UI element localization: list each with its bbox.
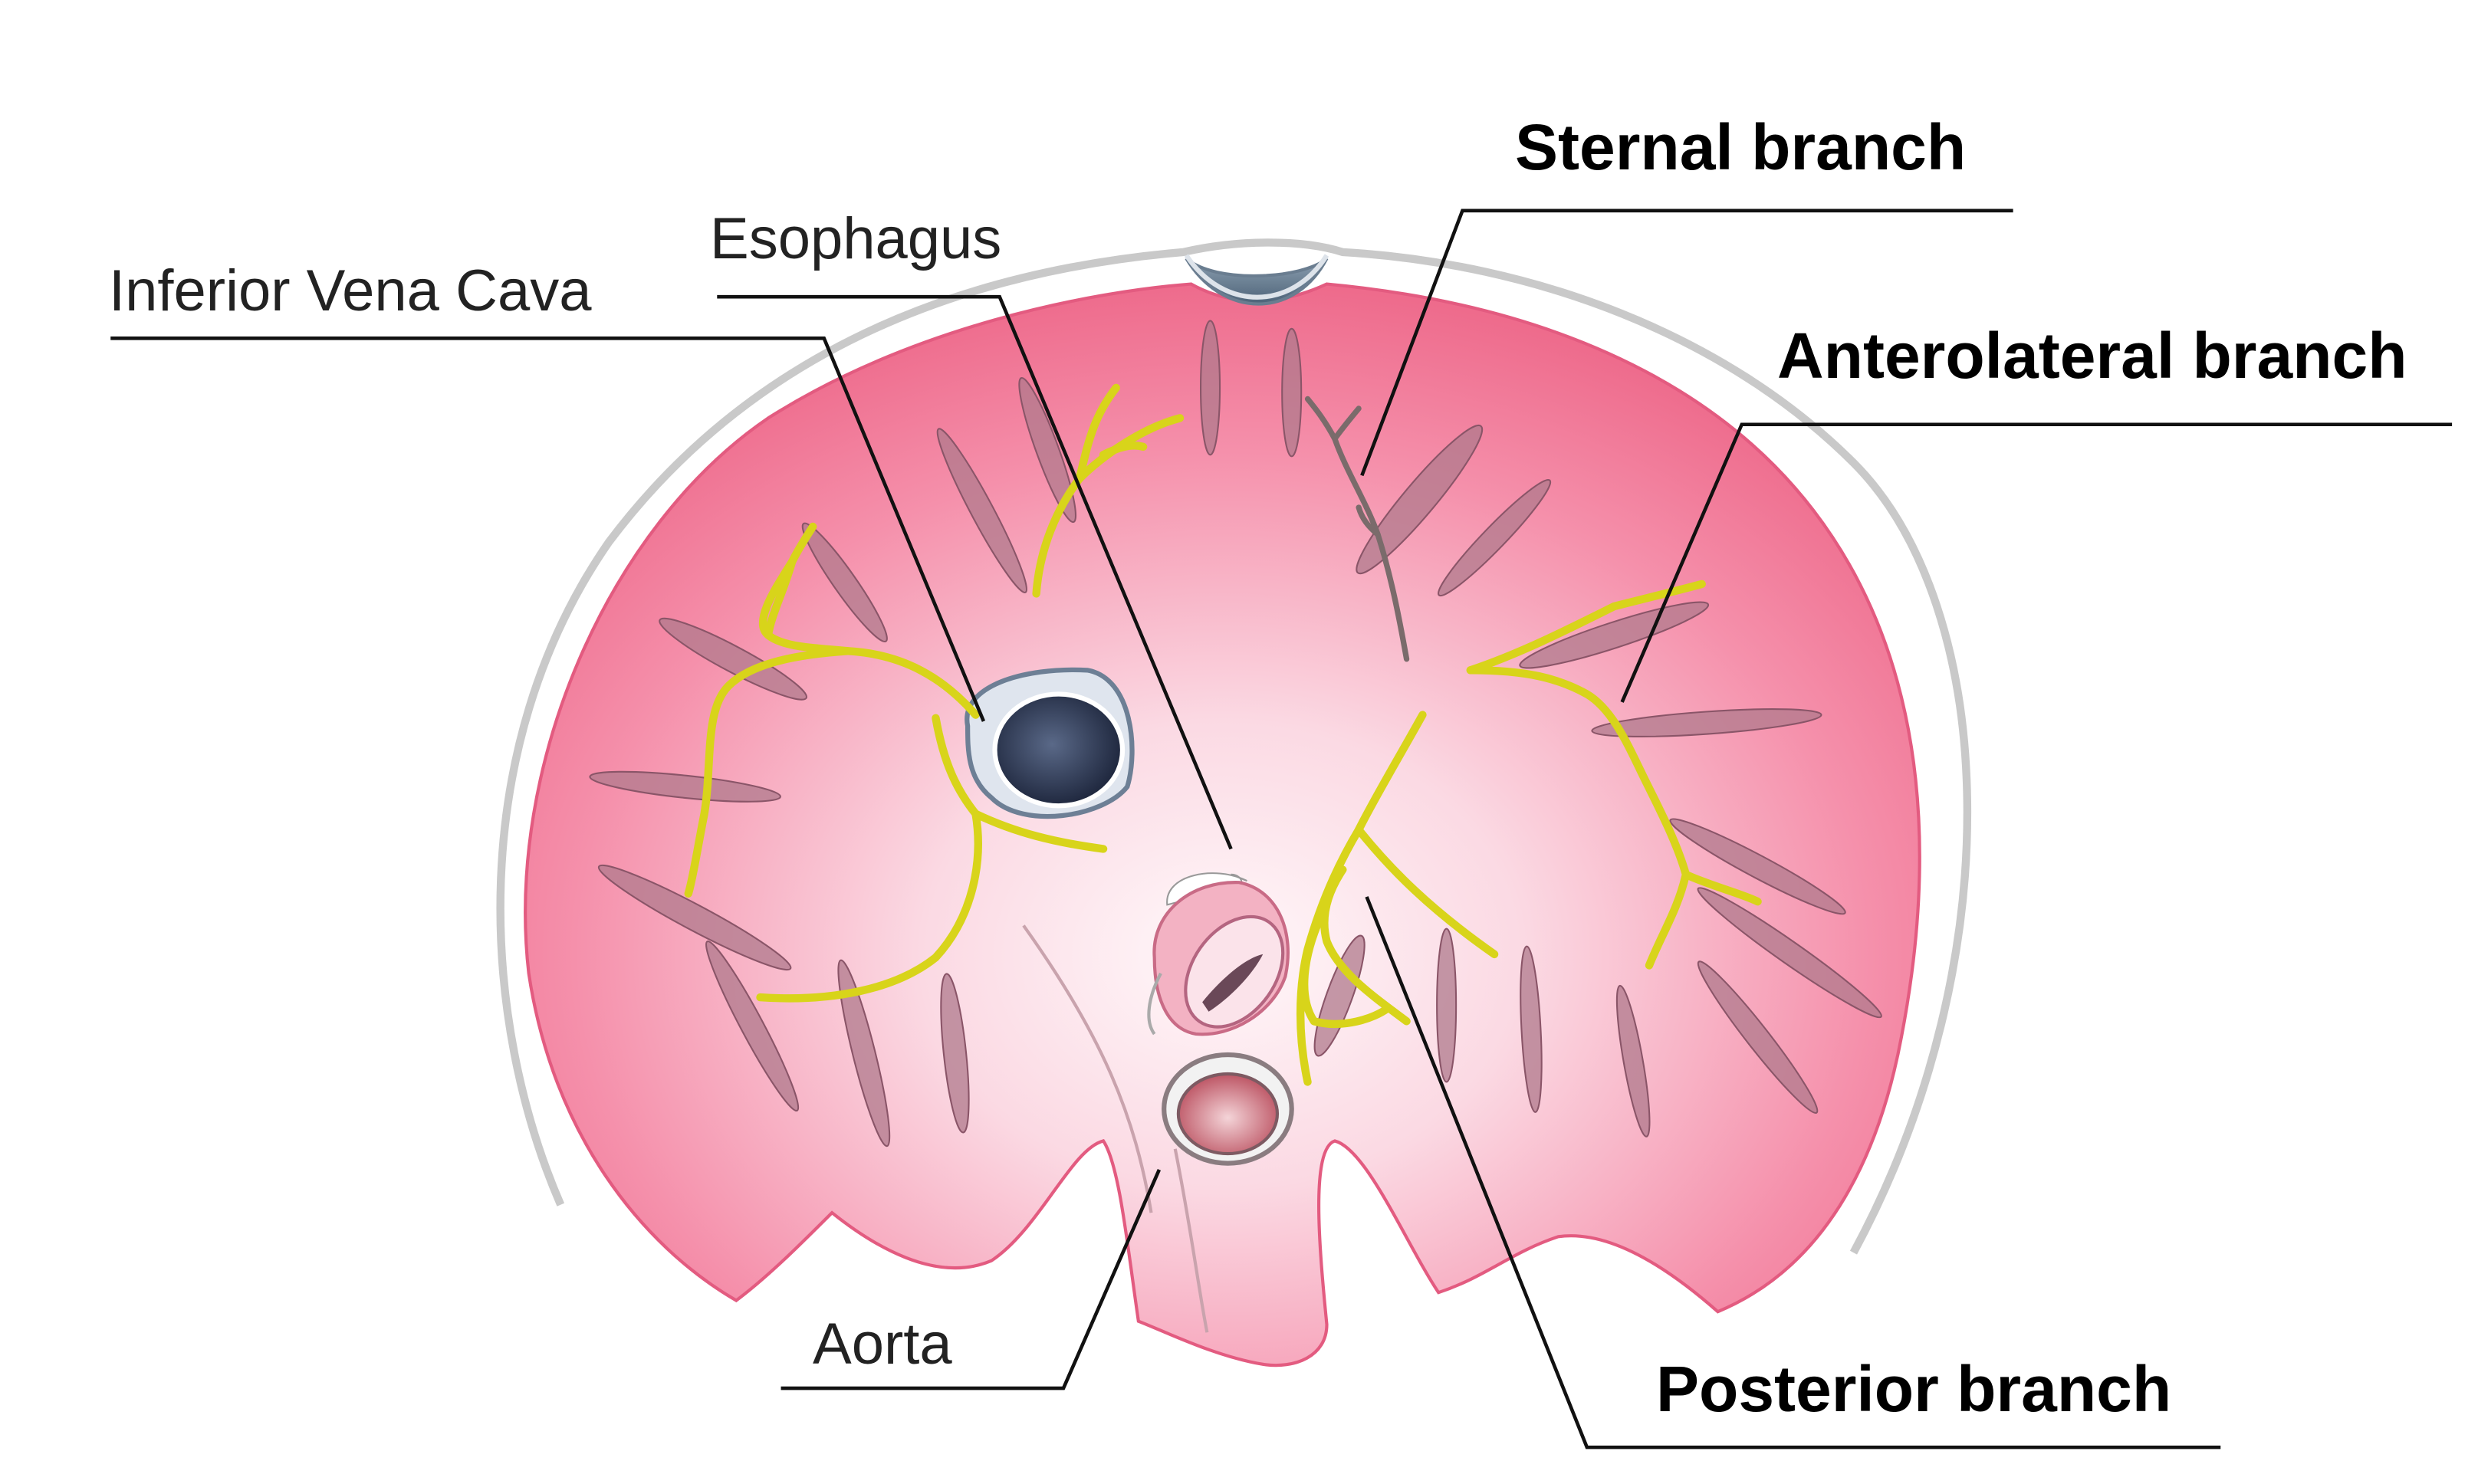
esophagus-opening xyxy=(1147,872,1290,1036)
label-sternal-branch: Sternal branch xyxy=(1515,111,1967,183)
nerve-branch xyxy=(971,809,1108,853)
nerve-branch xyxy=(1354,826,1499,959)
leader-sternal-branch xyxy=(1360,208,2013,477)
muscle-fiber xyxy=(1591,708,1822,737)
leader-posterior-branch xyxy=(1365,896,2221,1450)
leader-inferior-vena-cava xyxy=(110,337,986,722)
label-aorta: Aorta xyxy=(813,1312,952,1377)
nerve-branch xyxy=(1466,579,1706,675)
leader-anterolateral-branch xyxy=(1620,422,2453,703)
muscle-fiber xyxy=(1199,320,1221,456)
nerve-branch xyxy=(684,647,853,898)
muscle-fiber xyxy=(1615,984,1651,1138)
muscle-fiber xyxy=(1436,927,1458,1083)
muscle-fiber xyxy=(801,522,888,643)
leader-esophagus xyxy=(717,294,1233,850)
nerve-branch xyxy=(756,714,982,1003)
nerve-branch xyxy=(1466,666,1691,970)
crus-line xyxy=(1173,1148,1209,1333)
muscle-fiber xyxy=(1018,376,1077,524)
sternal-nerve-branch xyxy=(1304,396,1410,662)
nerve-branch xyxy=(764,557,797,639)
muscle-fiber xyxy=(1520,945,1543,1113)
leader-aorta xyxy=(781,1168,1162,1390)
muscle-fiber xyxy=(1669,818,1846,915)
muscle-fiber xyxy=(589,770,781,803)
phrenic-nerve-branches xyxy=(684,383,1762,1086)
nerve-branch xyxy=(1300,913,1392,1028)
inferior-vena-cava xyxy=(965,667,1135,819)
muscle-fiber xyxy=(936,428,1028,594)
nerve-branch xyxy=(1320,865,1411,1026)
muscle-fiber xyxy=(1437,478,1552,597)
muscle-fiber xyxy=(1281,327,1303,458)
leader-lines xyxy=(110,208,2453,1450)
nerve-branch xyxy=(1099,442,1148,459)
muscle-fiber xyxy=(837,959,891,1147)
muscle-fiber xyxy=(597,864,792,971)
muscle-fiber xyxy=(705,941,800,1112)
label-anterolateral-branch: Anterolateral branch xyxy=(1777,320,2407,392)
muscle-fiber xyxy=(1697,887,1882,1019)
nerve-branch xyxy=(1681,870,1762,906)
muscle-fibers xyxy=(589,320,1882,1147)
crus-line xyxy=(1022,924,1153,1213)
muscle-fiber xyxy=(1356,424,1484,575)
muscle-fiber xyxy=(659,617,808,701)
muscle-fiber xyxy=(940,973,970,1134)
muscle-fiber xyxy=(1519,601,1710,669)
muscle-fiber xyxy=(1697,960,1819,1114)
rib-outline xyxy=(496,238,1972,1255)
label-inferior-vena-cava: Inferior Vena Cava xyxy=(109,258,592,323)
label-esophagus: Esophagus xyxy=(710,206,1002,271)
aorta-opening xyxy=(1162,1052,1294,1166)
label-posterior-branch: Posterior branch xyxy=(1656,1353,2172,1425)
